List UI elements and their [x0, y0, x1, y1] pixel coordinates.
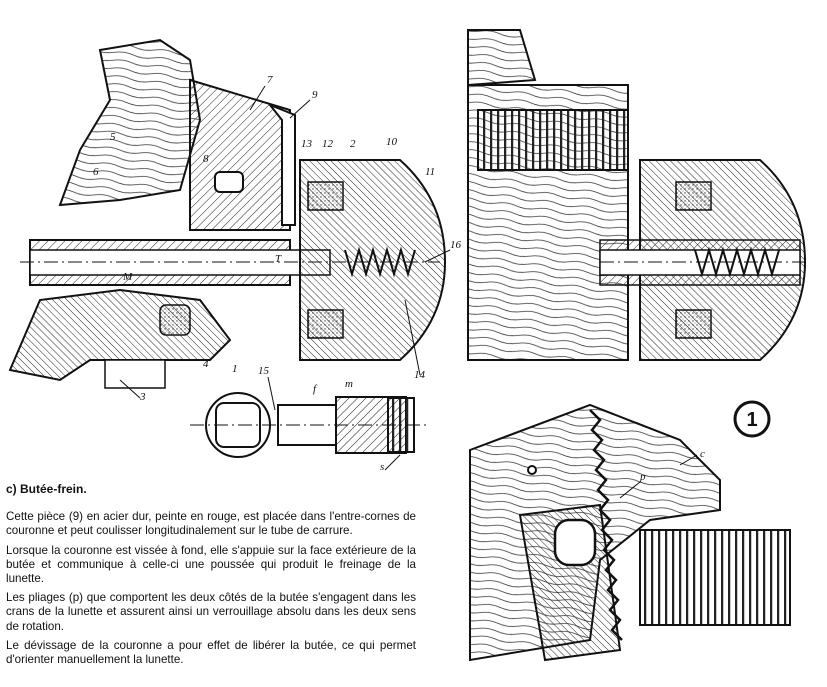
label-12: 12	[322, 138, 334, 150]
gasket-4	[159, 304, 191, 336]
case-body-5	[58, 38, 202, 207]
right-bottom-detail	[469, 403, 791, 662]
label-16: 16	[450, 239, 462, 251]
label-T: T	[275, 253, 282, 265]
rivet-detail	[527, 465, 537, 475]
paragraph-1: Cette pièce (9) en acier dur, peinte en …	[6, 510, 416, 538]
label-10: 10	[386, 136, 398, 148]
label-7: 7	[267, 74, 273, 86]
label-11: 11	[425, 166, 435, 178]
spring-left	[344, 246, 416, 278]
label-1: 1	[232, 363, 238, 375]
label-15: 15	[258, 365, 270, 377]
paragraph-3: Les pliages (p) que comportent les deux …	[6, 591, 416, 633]
pin-8	[214, 171, 244, 193]
label-5: 5	[110, 131, 116, 143]
case-right-top	[467, 29, 537, 87]
paragraph-4: Le dévissage de la couronne a pour effet…	[6, 638, 416, 667]
spring-right	[694, 246, 780, 278]
label-4: 4	[203, 358, 209, 370]
label-c: c	[700, 448, 705, 460]
part-3	[104, 359, 166, 389]
slot	[553, 518, 597, 567]
label-p: p	[639, 471, 646, 483]
label-8: 8	[203, 153, 209, 165]
paragraph-2: Lorsque la couronne est vissée à fond, e…	[6, 543, 416, 586]
leader-lines	[119, 85, 698, 499]
label-s: s	[380, 461, 384, 473]
label-6: 6	[93, 166, 99, 178]
gasket-12-top	[307, 181, 344, 211]
label-9: 9	[312, 89, 318, 101]
label-m: m	[345, 378, 353, 390]
bezel-serrations	[589, 409, 623, 641]
label-M: M	[122, 271, 133, 283]
figure-number-badge: 1	[733, 400, 771, 438]
text-block: c) Butée-frein. Cette pièce (9) en acier…	[6, 482, 416, 672]
exploded-parts	[190, 392, 430, 458]
bezel-teeth	[477, 109, 629, 171]
left-section-view	[8, 38, 447, 389]
label-13: 13	[301, 138, 313, 150]
crown-knurl-detail	[639, 529, 791, 626]
label-f: f	[313, 383, 318, 395]
part-labels: 5 6 7 9 8 13 12 2 10 11 16 T M 3 4 1 15 …	[93, 74, 705, 483]
gasket-12-bottom	[307, 309, 344, 339]
label-3: 3	[139, 391, 146, 403]
figure-number: 1	[746, 409, 757, 431]
label-2: 2	[350, 138, 356, 150]
right-top-view	[467, 29, 807, 361]
stop-piece-9	[266, 102, 296, 226]
section-heading: c) Butée-frein.	[6, 482, 87, 496]
